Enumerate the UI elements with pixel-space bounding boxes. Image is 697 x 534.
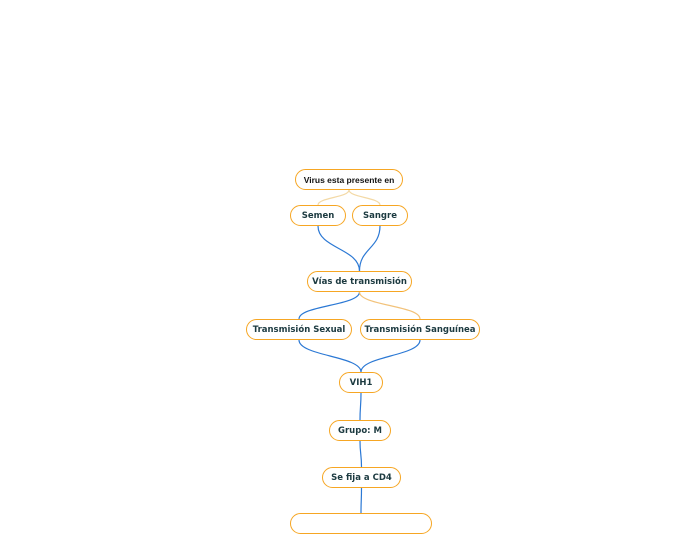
connector-virus-sangre xyxy=(348,189,381,206)
node-vias-transmision[interactable]: Vías de transmisión xyxy=(307,271,412,292)
node-label: Se fija a CD4 xyxy=(331,472,392,483)
connector-vias-sanguinea xyxy=(358,291,421,320)
connector-vias-sexual xyxy=(298,291,361,320)
node-se-fija-cd4[interactable]: Se fija a CD4 xyxy=(322,467,401,488)
connector-cd4-bottom xyxy=(360,487,363,514)
node-sangre[interactable]: Sangre xyxy=(352,205,408,226)
connector-vih1-grupo xyxy=(359,392,362,421)
node-vih1[interactable]: VIH1 xyxy=(339,372,383,393)
node-label: Semen xyxy=(301,210,335,221)
node-label: Transmisión Sanguínea xyxy=(364,324,476,335)
node-transmision-sanguinea[interactable]: Transmisión Sanguínea xyxy=(360,319,480,340)
node-transmision-sexual[interactable]: Transmisión Sexual xyxy=(246,319,352,340)
connector-virus-semen xyxy=(317,189,350,206)
node-virus-presente[interactable]: Virus esta presente en xyxy=(295,169,403,190)
node-semen[interactable]: Semen xyxy=(290,205,346,226)
node-grupo-m[interactable]: Grupo: M xyxy=(329,420,391,441)
connector-semen-vias xyxy=(317,225,361,272)
node-label: Vías de transmisión xyxy=(312,276,407,287)
node-label: Transmisión Sexual xyxy=(252,324,346,335)
connector-sexual-vih1 xyxy=(298,339,362,373)
node-bottom-partial[interactable] xyxy=(290,513,432,534)
connector-grupo-cd4 xyxy=(359,440,363,468)
node-label: Grupo: M xyxy=(338,425,382,436)
node-label: Virus esta presente en xyxy=(303,174,395,185)
node-label: VIH1 xyxy=(349,377,373,388)
connector-layer xyxy=(298,189,421,514)
connector-sanguinea-vih1 xyxy=(360,339,421,373)
mind-map-canvas: Virus esta presente en Semen Sangre Vías… xyxy=(246,169,480,534)
node-label: Sangre xyxy=(363,210,397,221)
connector-sangre-vias xyxy=(358,225,381,272)
